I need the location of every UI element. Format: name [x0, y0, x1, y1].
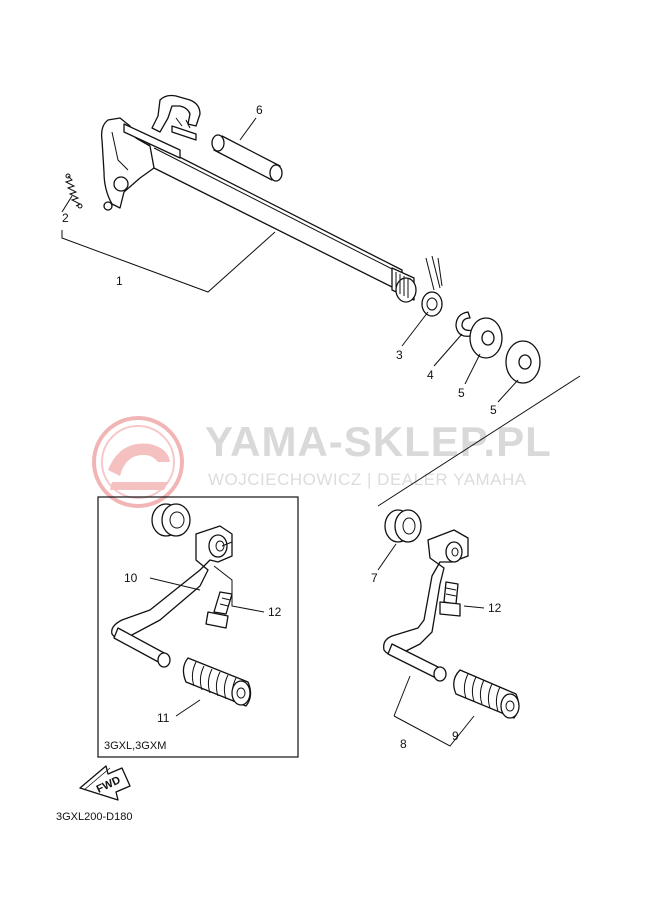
callout-5a: 5	[458, 386, 465, 400]
pedal-bearing	[384, 509, 422, 543]
shift-arm-plate	[100, 117, 181, 211]
callout-2: 2	[62, 211, 69, 225]
connector-line	[377, 375, 581, 507]
callout-6: 6	[256, 103, 263, 117]
watermark-subtitle: WOJCIECHOWICZ | DEALER YAMAHA	[208, 470, 527, 489]
shift-shaft-assembly	[64, 94, 541, 384]
callout-9: 9	[452, 729, 459, 743]
callout-11: 11	[157, 711, 170, 725]
inset-shift-pedal	[111, 525, 233, 668]
inset-pedal-rubber	[182, 657, 252, 707]
return-spring	[64, 173, 83, 209]
watermark-title: YAMA-SKLEP.PL	[205, 418, 552, 465]
callout-12a: 12	[268, 605, 282, 619]
callout-4: 4	[427, 368, 434, 382]
watermark: YAMA-SKLEP.PL WOJCIECHOWICZ | DEALER YAM…	[92, 416, 552, 508]
callout-10: 10	[124, 571, 138, 585]
forward-arrow-icon: FWD	[79, 765, 131, 801]
callout-8: 8	[400, 737, 407, 751]
shaft-collar	[211, 134, 283, 182]
callout-12b: 12	[488, 601, 502, 615]
diagram-code: 3GXL200-D180	[56, 811, 132, 823]
model-variant-inset: 10 12 11 3GXL,3GXM	[97, 496, 299, 758]
washer-2	[505, 340, 541, 384]
hook-lever	[151, 94, 201, 141]
washer-1	[469, 317, 503, 359]
callout-1: 1	[116, 274, 123, 288]
pedal-bolt	[439, 581, 461, 617]
callout-3: 3	[396, 348, 403, 362]
callout-7: 7	[371, 571, 378, 585]
pedal-rubber	[453, 669, 520, 719]
watermark-logo	[92, 416, 184, 508]
inset-bolt	[205, 591, 233, 629]
inset-bearing	[151, 503, 191, 537]
leader-lines-upper	[61, 117, 519, 403]
shift-pedal-assembly: 7 12 8 9	[371, 509, 520, 751]
callout-5b: 5	[490, 403, 497, 417]
inset-label: 3GXL,3GXM	[104, 740, 166, 752]
shift-pedal	[383, 529, 469, 682]
torsion-spring	[421, 255, 443, 317]
